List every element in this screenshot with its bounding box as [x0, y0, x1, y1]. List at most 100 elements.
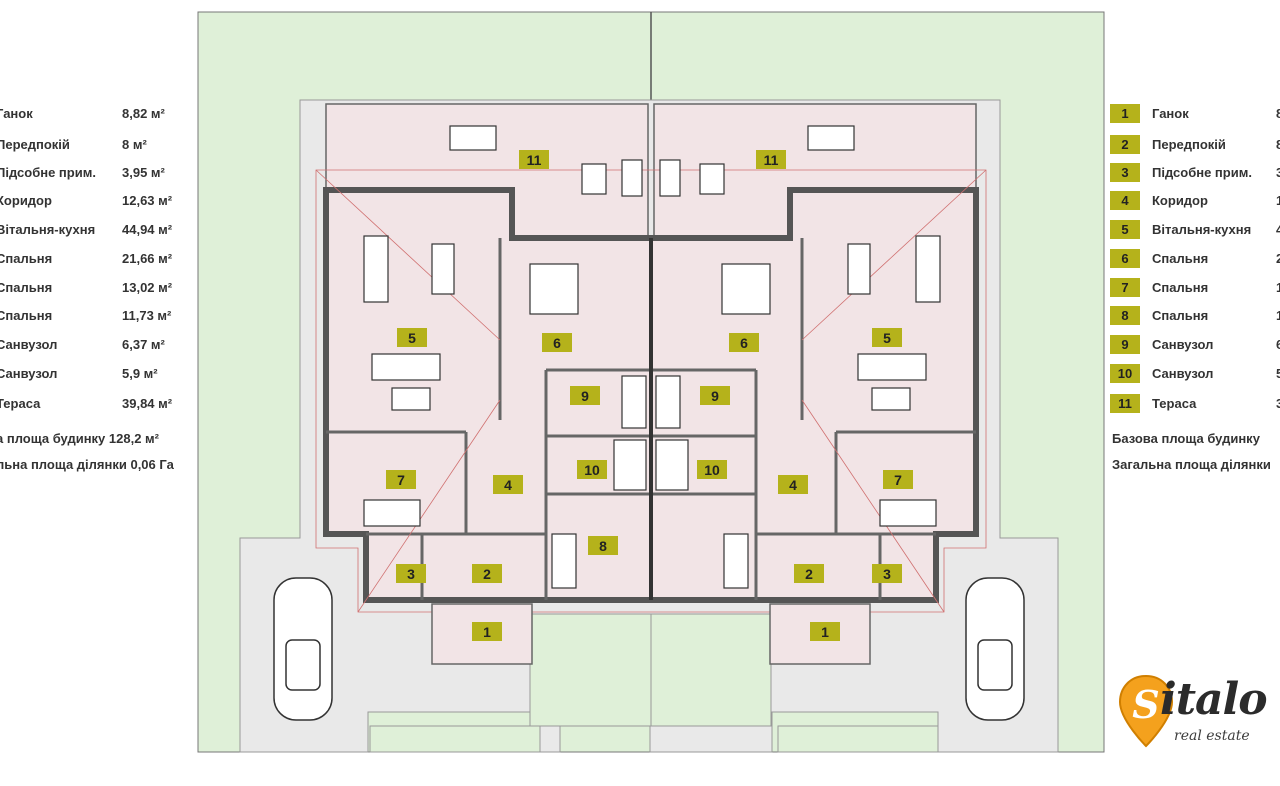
legend-number: 8	[1110, 306, 1140, 325]
svg-text:10: 10	[584, 462, 600, 478]
legend-left-name: Спальня	[0, 308, 53, 323]
legend-number: 2	[1110, 135, 1140, 154]
legend-right-name: Спальня	[1152, 251, 1209, 266]
terrace-furniture	[449, 125, 855, 197]
sitalo-logo: S italo real estate	[1116, 672, 1268, 752]
legend-right-area: 8 м²	[1276, 137, 1280, 152]
legend-right-name: Вітальня-кухня	[1152, 222, 1252, 237]
logo-tagline: real estate	[1174, 728, 1250, 744]
room-labels-left: 11 5 6 9 7 4 10 8 3 2 1	[386, 150, 618, 641]
lawn-patch-right	[777, 725, 939, 753]
legend-left-name: Передпокій	[0, 137, 70, 152]
svg-text:S: S	[1132, 682, 1159, 727]
svg-text:11: 11	[527, 152, 542, 168]
legend-left-name: Підсобне прим.	[0, 165, 96, 180]
svg-text:9: 9	[581, 388, 589, 404]
legend-left-name: Ганок	[0, 106, 33, 121]
room-labels-right: 11 5 6 9 7 4 10 2 3 1	[697, 150, 913, 641]
legend-right-name: Коридор	[1152, 193, 1208, 208]
legend-left-area: 39,84 м²	[122, 396, 173, 411]
legend-left-name: Вітальня-кухня	[0, 222, 96, 237]
left-base-area: а площа будинку 128,2 м²	[0, 431, 159, 446]
legend-right-area: 44,94 м²	[1276, 222, 1280, 237]
svg-text:1: 1	[821, 624, 829, 640]
legend-right-name: Ганок	[1152, 106, 1189, 121]
svg-text:2: 2	[805, 566, 813, 582]
legend-right-name: Тераса	[1152, 396, 1197, 411]
svg-text:3: 3	[883, 566, 891, 582]
legend-right-area: 6,37 м²	[1276, 337, 1280, 352]
logo-wordmark: italo	[1160, 674, 1268, 725]
legend-left-name: Спальня	[0, 280, 53, 295]
legend-left-name: Спальня	[0, 251, 53, 266]
interior-walls	[326, 238, 976, 600]
svg-text:6: 6	[553, 335, 561, 351]
beds	[363, 263, 937, 589]
svg-text:11: 11	[764, 152, 779, 168]
legend-right-name: Передпокій	[1152, 137, 1226, 152]
legend-number: 4	[1110, 191, 1140, 210]
svg-text:10: 10	[704, 462, 720, 478]
legend-left-area: 6,37 м²	[122, 337, 165, 352]
lawn-path-left	[529, 613, 652, 727]
svg-text:6: 6	[740, 335, 748, 351]
legend-left-area: 3,95 м²	[122, 165, 165, 180]
legend-right-area: 13,02 м²	[1276, 280, 1280, 295]
legend-right-area: 11,73 м²	[1276, 308, 1280, 323]
legend-number: 9	[1110, 335, 1140, 354]
legend-number: 3	[1110, 163, 1140, 182]
legend-right-name: Спальня	[1152, 308, 1209, 323]
legend-right-name: Санвузол	[1152, 337, 1214, 352]
legend-number: 1	[1110, 104, 1140, 123]
svg-text:2: 2	[483, 566, 491, 582]
legend-right-area: 3,95 м²	[1276, 165, 1280, 180]
legend-left-area: 12,63 м²	[122, 193, 173, 208]
legend-right-area: 5,9 м²	[1276, 366, 1280, 381]
svg-text:4: 4	[789, 477, 797, 493]
svg-text:8: 8	[599, 538, 607, 554]
svg-text:7: 7	[397, 472, 405, 488]
living-furniture	[363, 235, 941, 411]
legend-right-area: 39,84 м²	[1276, 396, 1280, 411]
legend-right-name: Спальня	[1152, 280, 1209, 295]
legend-number: 6	[1110, 249, 1140, 268]
legend-number: 5	[1110, 220, 1140, 239]
legend-left-area: 21,66 м²	[122, 251, 173, 266]
legend-left-name: Тераса	[0, 396, 41, 411]
legend-right-area: 21,66 м²	[1276, 251, 1280, 266]
legend-number: 10	[1110, 364, 1140, 383]
svg-text:5: 5	[408, 330, 416, 346]
left-plot-area: льна площа ділянки 0,06 Га	[0, 457, 174, 472]
legend-left-area: 8,82 м²	[122, 106, 165, 121]
legend-left-area: 44,94 м²	[122, 222, 173, 237]
svg-text:1: 1	[483, 624, 491, 640]
legend-right-name: Підсобне прим.	[1152, 165, 1252, 180]
legend-right-area: 8,82 м²	[1276, 106, 1280, 121]
legend-left-name: Коридор	[0, 193, 52, 208]
legend-left-area: 8 м²	[122, 137, 147, 152]
bath-fixtures	[613, 375, 689, 491]
legend-right-name: Санвузол	[1152, 366, 1214, 381]
svg-text:9: 9	[711, 388, 719, 404]
legend-left-name: Санвузол	[0, 366, 58, 381]
lawn-path-right	[650, 613, 772, 727]
legend-left-area: 11,73 м²	[122, 308, 172, 323]
svg-text:5: 5	[883, 330, 891, 346]
cars	[273, 577, 1025, 721]
legend-number: 11	[1110, 394, 1140, 413]
roof-outline	[315, 169, 987, 613]
legend-left-name: Санвузол	[0, 337, 58, 352]
legend-left-area: 5,9 м²	[122, 366, 158, 381]
svg-text:3: 3	[407, 566, 415, 582]
location-pin-icon: S	[1118, 674, 1174, 748]
legend-left-area: 13,02 м²	[122, 280, 173, 295]
legend-number: 7	[1110, 278, 1140, 297]
lawn-patch-left	[369, 725, 541, 753]
legend-right-area: 12,63 м²	[1276, 193, 1280, 208]
svg-text:4: 4	[504, 477, 512, 493]
right-plot-area: Загальна площа ділянки	[1112, 457, 1271, 472]
right-base-area: Базова площа будинку	[1112, 431, 1260, 446]
svg-text:7: 7	[894, 472, 902, 488]
room-legend-right: 1 Ганок 8,82 м² 2 Передпокій 8 м² 3 Підсобне …	[1110, 104, 1280, 484]
